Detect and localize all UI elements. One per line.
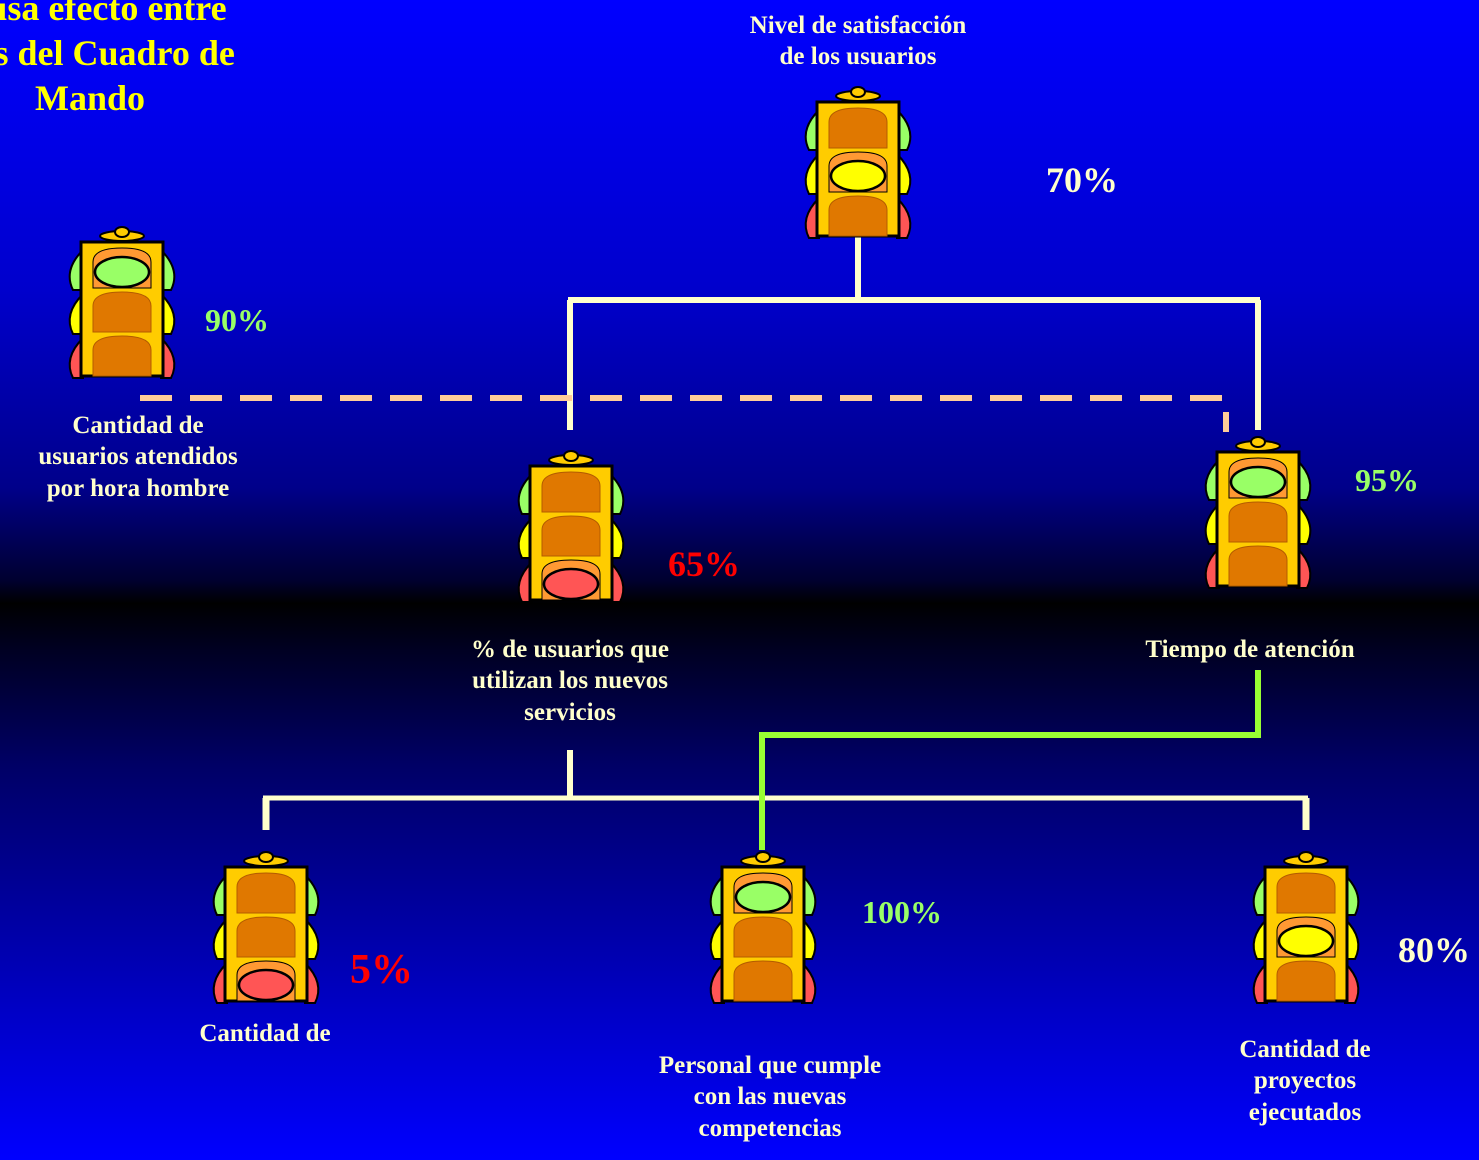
label-proyectos: Cantidad de proyectos ejecutados <box>1239 1036 1371 1126</box>
percent-satisfaccion: 70% <box>1046 160 1118 200</box>
percent-tiempo: 95% <box>1355 462 1419 498</box>
traffic-light-personal <box>709 851 817 1004</box>
traffic-light-tiempo <box>1204 436 1312 589</box>
percent-atendidos: 90% <box>205 302 269 338</box>
traffic-light-proyectos <box>1252 851 1360 1004</box>
percent-cantidad: 5% <box>350 947 413 993</box>
label-personal: Personal que cumple con las nuevas compe… <box>658 1052 882 1142</box>
percent-nuevos-servicios: 65% <box>668 544 740 584</box>
label-tiempo: Tiempo de atención <box>1145 636 1355 663</box>
label-satisfaccion: Nivel de satisfacción de los usuarios <box>749 12 967 71</box>
traffic-light-atendidos <box>68 226 176 379</box>
traffic-light-satisfaccion <box>804 86 912 239</box>
connector-dashed <box>140 395 1229 432</box>
percent-proyectos: 80% <box>1398 930 1470 970</box>
label-atendidos: Cantidad de usuarios atendidos por hora … <box>38 412 238 502</box>
label-cantidad: Cantidad de <box>199 1020 331 1047</box>
traffic-light-nuevos-servicios <box>517 450 625 603</box>
percent-personal: 100% <box>862 894 942 930</box>
diagram-title: causa efecto entre ores del Cuadro de Ma… <box>0 0 235 118</box>
label-nuevos-servicios: % de usuarios que utilizan los nuevos se… <box>471 636 669 726</box>
connector-green <box>759 670 1261 850</box>
traffic-light-cantidad <box>212 851 320 1004</box>
